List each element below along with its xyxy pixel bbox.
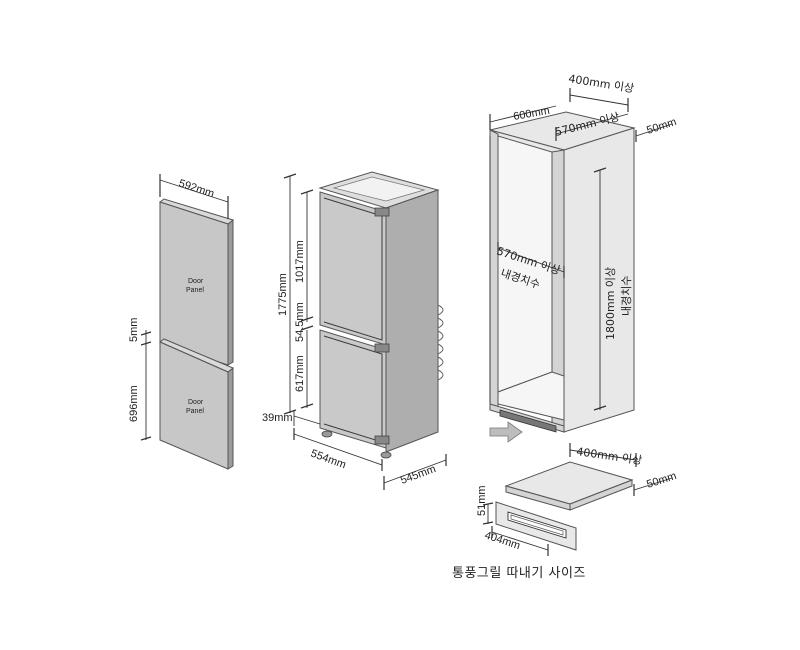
fridge-total-height-label: 1775mm bbox=[277, 273, 289, 316]
panel-width-label: 592mm bbox=[177, 177, 216, 200]
cabinet-vent-slot bbox=[499, 409, 557, 433]
fridge-upper-height-label: 1017mm bbox=[294, 240, 306, 283]
vent-caption: 통풍그릴 따내기 사이즈 bbox=[452, 566, 586, 581]
upper-panel-label-1: Door bbox=[188, 278, 204, 285]
vent-grille-cutout: 50mm 51mm 404mm bbox=[476, 461, 678, 556]
foot-right bbox=[380, 451, 392, 459]
cabinet-top-depth-label: 400mm 이상 bbox=[568, 72, 635, 95]
upper-panel-side bbox=[227, 218, 234, 366]
fridge-lower-height-label: 617mm bbox=[294, 355, 306, 392]
airflow-arrow bbox=[489, 421, 523, 443]
panel-height-label: 696mm bbox=[128, 385, 140, 422]
cabinet-back-gap-label: 50mm bbox=[645, 116, 678, 137]
foot-left bbox=[321, 430, 333, 438]
door-panels: Door Panel Door Panel 592mm 5mm 696mm bbox=[128, 174, 235, 470]
lower-panel-label-1: Door bbox=[188, 399, 204, 406]
upper-door-panel bbox=[159, 201, 229, 366]
condenser-coils bbox=[437, 304, 444, 381]
fridge-middle-gap-label: 54.5mm bbox=[294, 302, 306, 342]
cabinet-bottom-depth-label: 400mm 이상 bbox=[576, 445, 643, 467]
cabinet-inner-height-caption: 내경치수 bbox=[620, 276, 633, 316]
fridge-base-height-label: 39mm bbox=[262, 412, 293, 424]
upper-panel-label-2: Panel bbox=[186, 287, 204, 294]
lower-panel-label-2: Panel bbox=[186, 408, 204, 415]
cabinet-inner-height-label: 1800mm 이상 bbox=[604, 267, 617, 340]
hinge-bottom bbox=[374, 435, 390, 445]
vent-width-label: 404mm bbox=[483, 529, 522, 552]
lower-door-panel bbox=[159, 341, 229, 470]
panel-gap-label: 5mm bbox=[128, 318, 140, 342]
hinge-middle bbox=[374, 343, 390, 353]
cabinet-bottom-shelf bbox=[497, 371, 565, 421]
fridge-side bbox=[385, 189, 439, 453]
fridge-width-label: 545mm bbox=[399, 463, 438, 487]
hinge-top bbox=[374, 207, 390, 217]
fridge-unit: 1775mm 1017mm 54.5mm 617mm 39mm 554mm 54… bbox=[262, 171, 447, 490]
vent-right-gap-label: 50mm bbox=[645, 470, 678, 491]
vent-height-label: 51mm bbox=[476, 485, 488, 516]
fridge-lower-door bbox=[319, 329, 387, 449]
lower-panel-side bbox=[227, 366, 234, 470]
cabinet: 400mm 이상 600mm 570mm 이상 50mm 570mm 이상 내경… bbox=[489, 72, 678, 467]
